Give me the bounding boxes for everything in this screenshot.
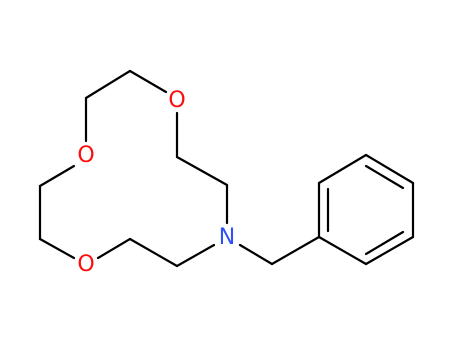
ring-bonds bbox=[38, 69, 229, 268]
bond-ch2-phenyl bbox=[270, 235, 321, 266]
bond-ring bbox=[128, 69, 168, 94]
bond-ring bbox=[96, 237, 132, 260]
benzene-ring bbox=[317, 153, 415, 266]
bond-n-ch2 bbox=[238, 243, 274, 266]
bond-ring bbox=[84, 69, 132, 100]
benzyl-bonds bbox=[238, 235, 321, 266]
atom-oxygen-bottom: O bbox=[77, 252, 94, 277]
bond-aromatic bbox=[317, 235, 368, 266]
bond-ring bbox=[175, 243, 216, 268]
atom-oxygen-top: O bbox=[168, 88, 185, 113]
bond-aromatic-inner bbox=[364, 230, 405, 256]
atom-nitrogen: N bbox=[219, 225, 235, 250]
bond-aromatic bbox=[364, 235, 415, 266]
atom-labels: O O O N bbox=[77, 88, 235, 277]
bond-aromatic bbox=[317, 153, 368, 185]
bond-aromatic-inner bbox=[364, 164, 405, 190]
bond-aromatic bbox=[364, 153, 415, 185]
bond-ring bbox=[128, 237, 179, 268]
bond-ring bbox=[38, 164, 76, 188]
atom-oxygen-left: O bbox=[77, 143, 94, 168]
bond-ring bbox=[38, 237, 76, 260]
bond-ring bbox=[175, 155, 229, 187]
